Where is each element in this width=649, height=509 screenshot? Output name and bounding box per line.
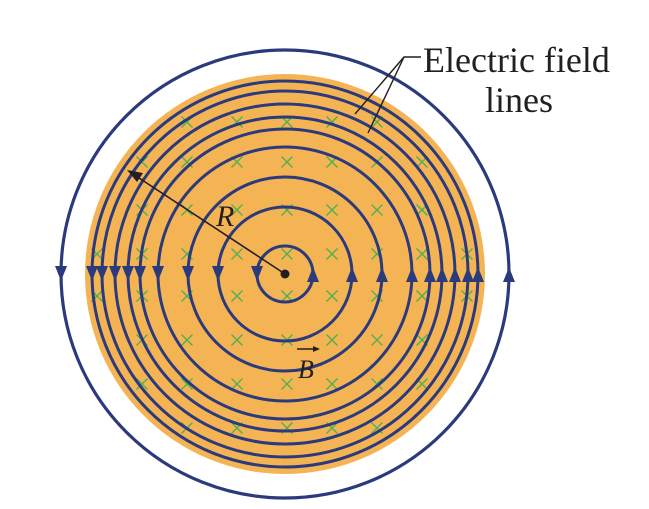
x-mark xyxy=(136,378,148,390)
x-mark xyxy=(326,334,338,346)
x-mark xyxy=(281,156,293,168)
callout-label-line2: lines xyxy=(485,80,553,120)
arrowhead-down xyxy=(86,266,98,281)
x-mark xyxy=(181,334,193,346)
radius-label: R xyxy=(215,200,234,233)
arrowhead-down xyxy=(96,266,108,281)
radius-arrow xyxy=(127,170,283,273)
x-mark xyxy=(231,334,243,346)
arrowhead-down xyxy=(152,266,164,281)
x-mark xyxy=(281,378,293,390)
x-mark xyxy=(326,378,338,390)
arrowhead-up xyxy=(436,267,448,282)
arrowhead-down xyxy=(134,266,146,281)
field-direction-arrowheads xyxy=(55,266,515,282)
x-mark xyxy=(371,204,383,216)
x-mark xyxy=(231,378,243,390)
arrowhead-down xyxy=(122,266,134,281)
arrowhead-up xyxy=(424,267,436,282)
arrowhead-up xyxy=(406,267,418,282)
arrowhead-down xyxy=(55,266,67,281)
center-point xyxy=(280,269,290,279)
x-mark xyxy=(231,204,243,216)
arrowhead-up xyxy=(462,267,474,282)
x-mark xyxy=(326,290,338,302)
b-field-label: B xyxy=(298,355,314,384)
x-mark xyxy=(231,290,243,302)
x-mark xyxy=(231,248,243,260)
arrowhead-down xyxy=(251,266,263,281)
arrowhead-down xyxy=(212,266,224,281)
arrowhead-down xyxy=(109,266,121,281)
x-mark xyxy=(181,378,193,390)
callout-label-line1: Electric field xyxy=(423,40,610,80)
x-mark xyxy=(281,248,293,260)
arrowhead-up xyxy=(307,267,319,282)
b-field-vector-arrow xyxy=(297,346,320,352)
arrowhead-up xyxy=(376,267,388,282)
arrowhead-up xyxy=(449,267,461,282)
arrowhead-down xyxy=(182,266,194,281)
callout-leader-lines xyxy=(354,56,421,134)
arrowhead-up xyxy=(472,267,484,282)
x-mark xyxy=(326,204,338,216)
x-mark xyxy=(281,290,293,302)
x-mark xyxy=(416,248,428,260)
x-mark xyxy=(371,334,383,346)
radius-arrowhead xyxy=(127,170,143,182)
x-mark xyxy=(326,248,338,260)
arrowhead-up xyxy=(503,267,515,282)
arrowhead-up xyxy=(346,267,358,282)
x-mark xyxy=(416,290,428,302)
